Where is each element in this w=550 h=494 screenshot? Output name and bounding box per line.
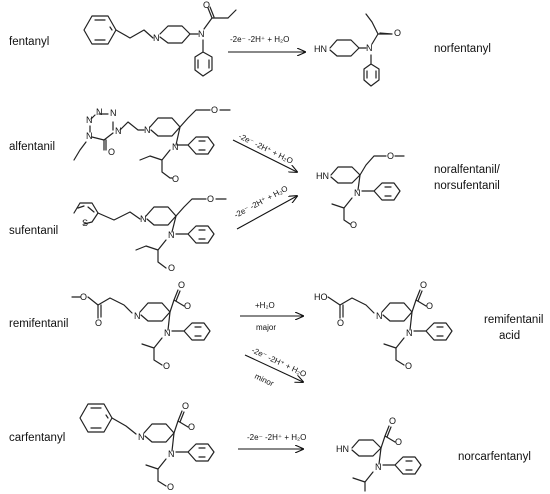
svg-text:O: O [426, 301, 433, 311]
structure-norfentanyl: HN N O [314, 13, 401, 87]
svg-text:O: O [168, 263, 175, 273]
svg-text:O: O [108, 147, 115, 157]
svg-text:O: O [182, 401, 189, 411]
svg-text:O: O [211, 105, 218, 115]
svg-text:N: N [96, 107, 103, 117]
svg-text:O: O [395, 437, 402, 447]
condition-minor: minor [253, 372, 275, 389]
structure-sufentanil: S N O N O [73, 194, 227, 273]
svg-text:N: N [168, 449, 175, 459]
svg-text:O: O [350, 220, 357, 230]
arrow-remifentanil-minor [244, 354, 303, 382]
svg-text:N: N [138, 432, 145, 442]
arrow-alfentanil [232, 139, 297, 172]
svg-text:N: N [198, 29, 205, 39]
svg-text:N: N [376, 311, 383, 321]
svg-text:N: N [354, 188, 361, 198]
svg-text:O: O [95, 318, 102, 328]
label-norfentanyl: norfentanyl [434, 43, 491, 55]
svg-text:HN: HN [336, 444, 349, 454]
svg-text:O: O [167, 482, 174, 492]
svg-text:N: N [366, 43, 373, 53]
structure-carfentanyl: N O O N O [79, 401, 215, 492]
svg-text:N: N [406, 328, 413, 338]
label-alfentanil: alfentanil [9, 141, 55, 153]
condition-carfentanyl: -2e⁻ -2H⁺ + H₂O [247, 433, 306, 442]
svg-text:O: O [163, 361, 170, 371]
arrow-sufentanil [236, 196, 297, 230]
svg-text:HO: HO [314, 292, 328, 302]
svg-text:O: O [405, 361, 412, 371]
label-remifentanil: remifentanil [9, 318, 68, 330]
svg-text:N: N [168, 230, 175, 240]
svg-text:N: N [115, 126, 122, 136]
svg-text:HN: HN [316, 171, 329, 181]
condition-fentanyl: -2e⁻ -2H⁺ + H₂O [230, 35, 289, 44]
condition-alfentanil: -2e⁻ -2H⁺ + H₂O [237, 132, 294, 166]
svg-text:N: N [134, 311, 141, 321]
svg-text:HN: HN [314, 44, 327, 54]
svg-text:O: O [203, 0, 210, 10]
svg-text:N: N [86, 115, 93, 125]
svg-text:O: O [420, 280, 427, 290]
label-remifentanil-acid-1: remifentanil [484, 314, 543, 326]
svg-text:N: N [375, 462, 382, 472]
svg-text:N: N [110, 108, 117, 118]
label-norcarfentanyl: norcarfentanyl [458, 451, 531, 463]
svg-text:N: N [164, 328, 171, 338]
svg-text:O: O [178, 280, 185, 290]
svg-text:N: N [144, 125, 151, 135]
condition-sufentanil: -2e⁻ -2H⁺ + H₂O [233, 184, 290, 220]
svg-text:O: O [80, 292, 87, 302]
label-fentanyl: fentanyl [9, 36, 49, 48]
structure-remifentanil: O O N O O N O [71, 280, 211, 371]
svg-text:O: O [387, 151, 394, 161]
label-sufentanil: sufentanil [9, 225, 58, 237]
svg-text:O: O [172, 174, 179, 184]
structure-fentanyl: N N O [83, 0, 237, 77]
svg-text:O: O [207, 194, 214, 204]
label-noralfentanil-1: noralfentanil/ [434, 164, 501, 176]
svg-text:N: N [140, 214, 147, 224]
structure-remifentanil-acid: HO O N O O N O [314, 280, 453, 371]
svg-text:N: N [86, 131, 93, 141]
svg-text:O: O [389, 416, 396, 426]
svg-text:O: O [188, 422, 195, 432]
svg-text:O: O [184, 301, 191, 311]
svg-text:N: N [172, 142, 179, 152]
label-noralfentanil-2: norsufentanil [434, 180, 500, 192]
condition-major: major [256, 323, 276, 332]
structure-alfentanil: N N N N N O N O N O [73, 105, 231, 184]
label-carfentanyl: carfentanyl [9, 432, 65, 444]
svg-text:O: O [394, 28, 401, 38]
svg-text:O: O [337, 318, 344, 328]
label-remifentanil-acid-2: acid [499, 330, 520, 342]
structure-noralfentanil: HN O N O [316, 151, 405, 230]
svg-text:N: N [153, 33, 160, 43]
structure-norcarfentanyl: HN O O N [336, 416, 422, 492]
svg-text:S: S [82, 218, 88, 228]
condition-hydrolysis: +H₂O [255, 301, 275, 310]
